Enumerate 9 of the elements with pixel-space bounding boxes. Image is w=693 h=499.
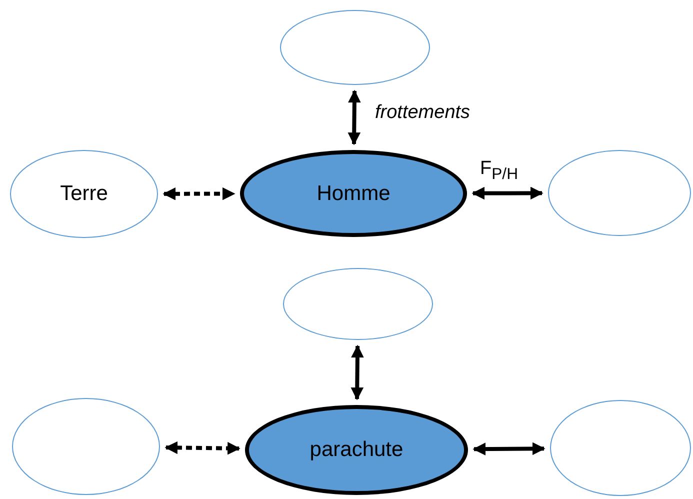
node-label: Terre — [60, 182, 108, 206]
double-arrow — [472, 442, 546, 456]
node-label: parachute — [310, 438, 404, 462]
double-arrow — [162, 187, 236, 200]
double-arrow — [348, 90, 361, 146]
double-arrow — [164, 441, 240, 455]
double-arrow — [472, 186, 544, 200]
double-arrow — [350, 344, 364, 400]
node-label: Homme — [316, 182, 390, 206]
